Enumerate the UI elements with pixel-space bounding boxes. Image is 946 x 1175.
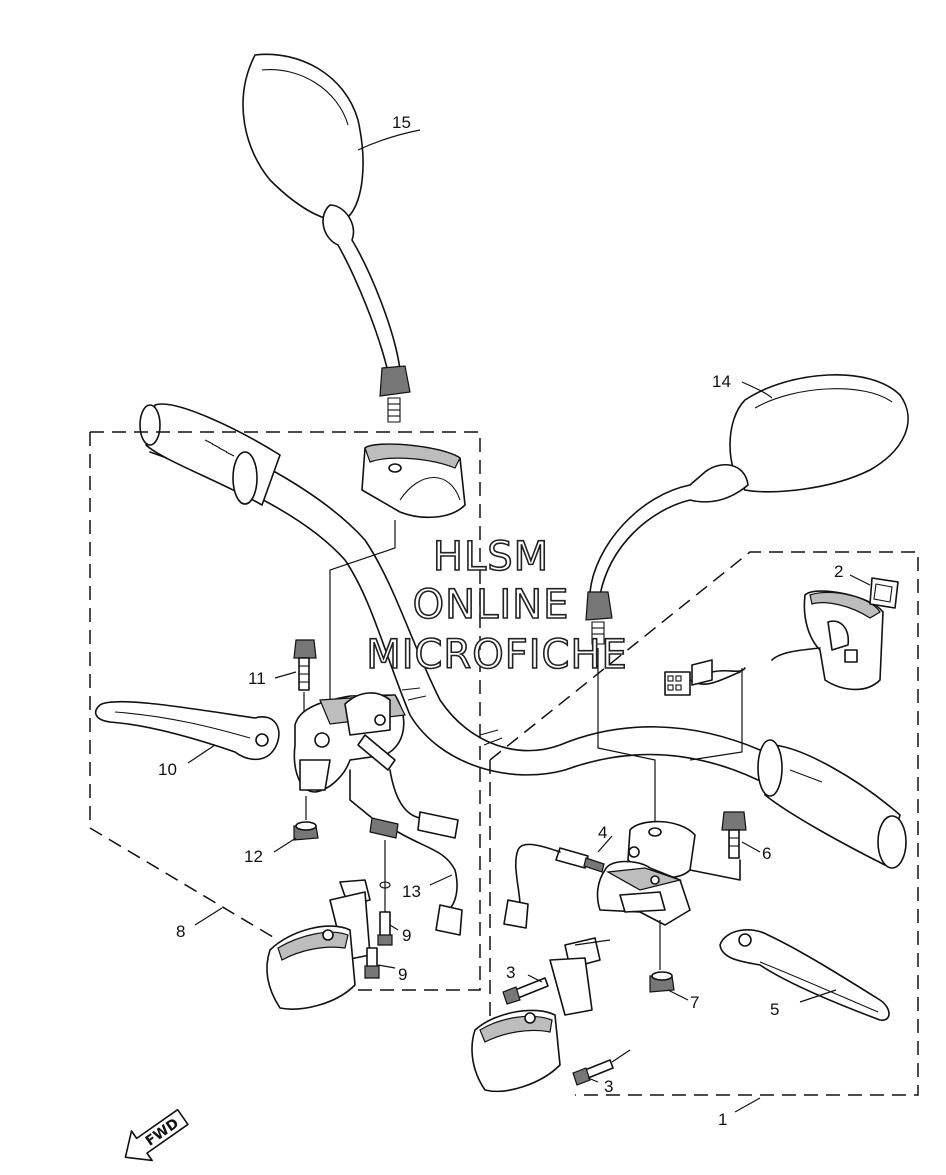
left-lower-housing — [266, 879, 371, 1010]
mirror-right — [585, 374, 909, 645]
callout-leaders — [187, 129, 871, 1113]
screw-3-upper — [502, 977, 549, 1005]
switch-wire-left — [349, 769, 463, 936]
screw-3-lower — [572, 1059, 614, 1086]
mirror-left — [242, 53, 411, 423]
callout-numbers: 15 14 2 4 6 7 5 1 3 3 8 11 10 12 13 9 9 — [158, 113, 843, 1129]
bolt-11 — [293, 639, 317, 691]
callout-14: 14 — [712, 372, 731, 391]
callout-8: 8 — [176, 922, 185, 941]
connector-right — [664, 659, 713, 696]
fwd-arrow-icon: FWD — [124, 1108, 189, 1162]
callout-9-upper: 9 — [402, 926, 411, 945]
bolt-6 — [721, 811, 747, 859]
watermark: HLSM ONLINE MICROFICHE — [365, 533, 628, 679]
switch-wire-right — [503, 843, 605, 929]
callout-3-upper: 3 — [506, 963, 515, 982]
callout-11: 11 — [248, 669, 266, 688]
left-switch-cover — [361, 443, 466, 519]
watermark-line-2: ONLINE — [413, 582, 570, 628]
callout-6: 6 — [762, 844, 771, 863]
right-lever-holder — [596, 820, 696, 926]
right-lower-housing — [471, 937, 601, 1093]
brake-lever-right — [719, 929, 890, 1021]
callout-4: 4 — [598, 823, 607, 842]
left-assembly-outline — [89, 431, 481, 991]
callout-1: 1 — [718, 1110, 727, 1129]
right-grip — [757, 739, 907, 869]
nut-12 — [293, 821, 319, 841]
callout-13: 13 — [402, 882, 421, 901]
clutch-lever-left — [94, 700, 280, 761]
callout-3-lower: 3 — [604, 1077, 613, 1096]
nut-7 — [649, 971, 675, 993]
callout-5: 5 — [770, 1000, 779, 1019]
callout-9-lower: 9 — [398, 965, 407, 984]
callout-10: 10 — [158, 760, 177, 779]
callout-7: 7 — [690, 993, 699, 1012]
handlebar — [149, 417, 761, 781]
watermark-line-3: MICROFICHE — [366, 632, 628, 678]
screw-9-upper — [377, 911, 393, 946]
right-assembly-outline — [489, 551, 919, 1096]
left-lever-holder — [293, 692, 406, 793]
callout-15: 15 — [392, 113, 411, 132]
right-switch-housing — [803, 577, 899, 691]
callout-2: 2 — [834, 562, 843, 581]
callout-12: 12 — [244, 847, 263, 866]
left-grip — [139, 403, 281, 506]
screw-9-lower — [364, 947, 380, 979]
watermark-line-1: HLSM — [433, 534, 549, 580]
